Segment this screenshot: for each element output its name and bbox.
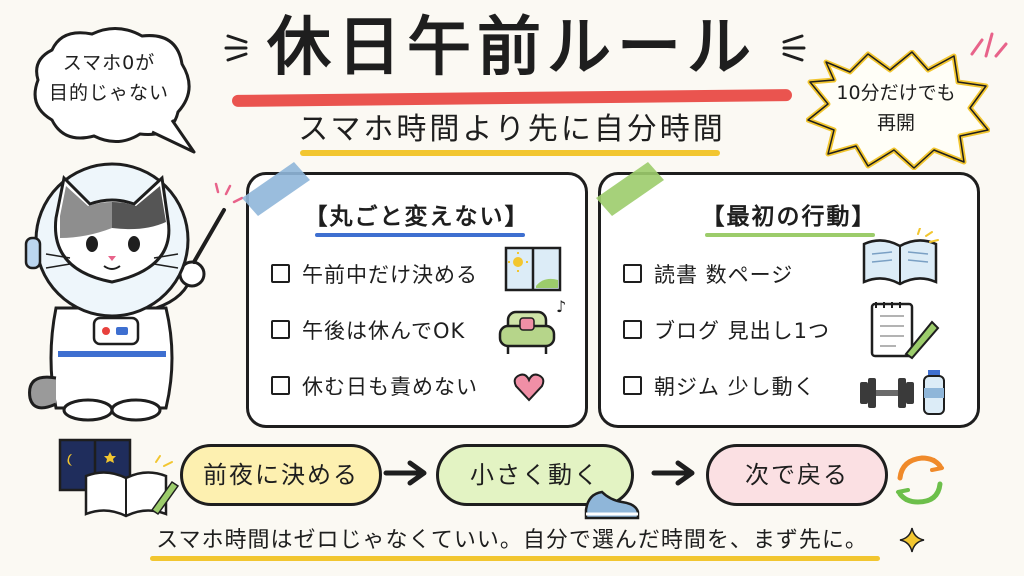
heart-icon — [513, 373, 545, 402]
speech-bubble-text: スマホ0が 目的じゃない — [48, 52, 169, 104]
astronaut-cat-illustration — [24, 162, 244, 422]
starburst-text: 10分だけでも 再開 — [836, 82, 956, 134]
svg-text:♪: ♪ — [556, 298, 566, 316]
card-left-item-2: 休む日も責めない — [271, 373, 478, 401]
tape-green-icon — [596, 162, 664, 216]
checkbox[interactable] — [623, 376, 642, 395]
cycle-arrows-icon — [896, 455, 944, 505]
page-subtitle: スマホ時間より先に自分時間 — [298, 112, 726, 147]
footer-message: スマホ時間はゼロじゃなくていい。自分で選んだ時間を、まず先に。 — [156, 528, 868, 553]
dumbbell-bottle-icon — [860, 370, 945, 415]
sneaker-icon — [584, 490, 640, 520]
flow-step-decide-night-before: 前夜に決める — [180, 444, 382, 506]
title-underline — [231, 89, 793, 107]
card-first-action: 【最初の行動】 読書 数ページ ブログ 見出し1つ 朝ジム 少し動く — [598, 172, 980, 428]
window-sun-icon — [504, 246, 562, 292]
card-right-item-1: ブログ 見出し1つ — [623, 317, 830, 345]
speech-bubble-shape — [33, 27, 196, 154]
checkbox[interactable] — [271, 376, 290, 395]
checkbox[interactable] — [623, 264, 642, 283]
spark-pink-icon — [970, 32, 1008, 58]
starburst-shape — [806, 50, 990, 170]
card-left-item-0: 午前中だけ決める — [271, 261, 478, 289]
card-left-item-1: 午後は休んでOK — [271, 317, 465, 345]
card-right-title: 【最初の行動】 — [701, 204, 877, 230]
card-right-item-2: 朝ジム 少し動く — [623, 373, 816, 401]
title-spark-right-icon — [782, 34, 806, 62]
page-title: 休日午前ルール — [267, 11, 757, 85]
notebook-pen-icon — [870, 302, 940, 360]
card-left-title: 【丸ごと変えない】 — [304, 204, 530, 230]
sparkle-icon — [899, 527, 925, 553]
checkbox[interactable] — [271, 264, 290, 283]
armchair-icon: ♪ — [498, 298, 566, 354]
card-right-item-0: 読書 数ページ — [623, 261, 793, 289]
checkbox[interactable] — [623, 320, 642, 339]
card-left-title-line — [315, 233, 525, 237]
open-book-icon — [862, 228, 939, 286]
night-window-book-icon — [58, 438, 180, 518]
footer-underline — [150, 556, 880, 561]
title-spark-left-icon — [224, 34, 248, 62]
subtitle-underline — [300, 150, 720, 156]
card-right-title-line — [705, 233, 875, 237]
arrow-right-icon — [383, 460, 427, 486]
flow-step-return-next: 次で戻る — [706, 444, 888, 506]
tape-blue-icon — [242, 162, 310, 216]
checkbox[interactable] — [271, 320, 290, 339]
arrow-right-icon — [651, 460, 695, 486]
